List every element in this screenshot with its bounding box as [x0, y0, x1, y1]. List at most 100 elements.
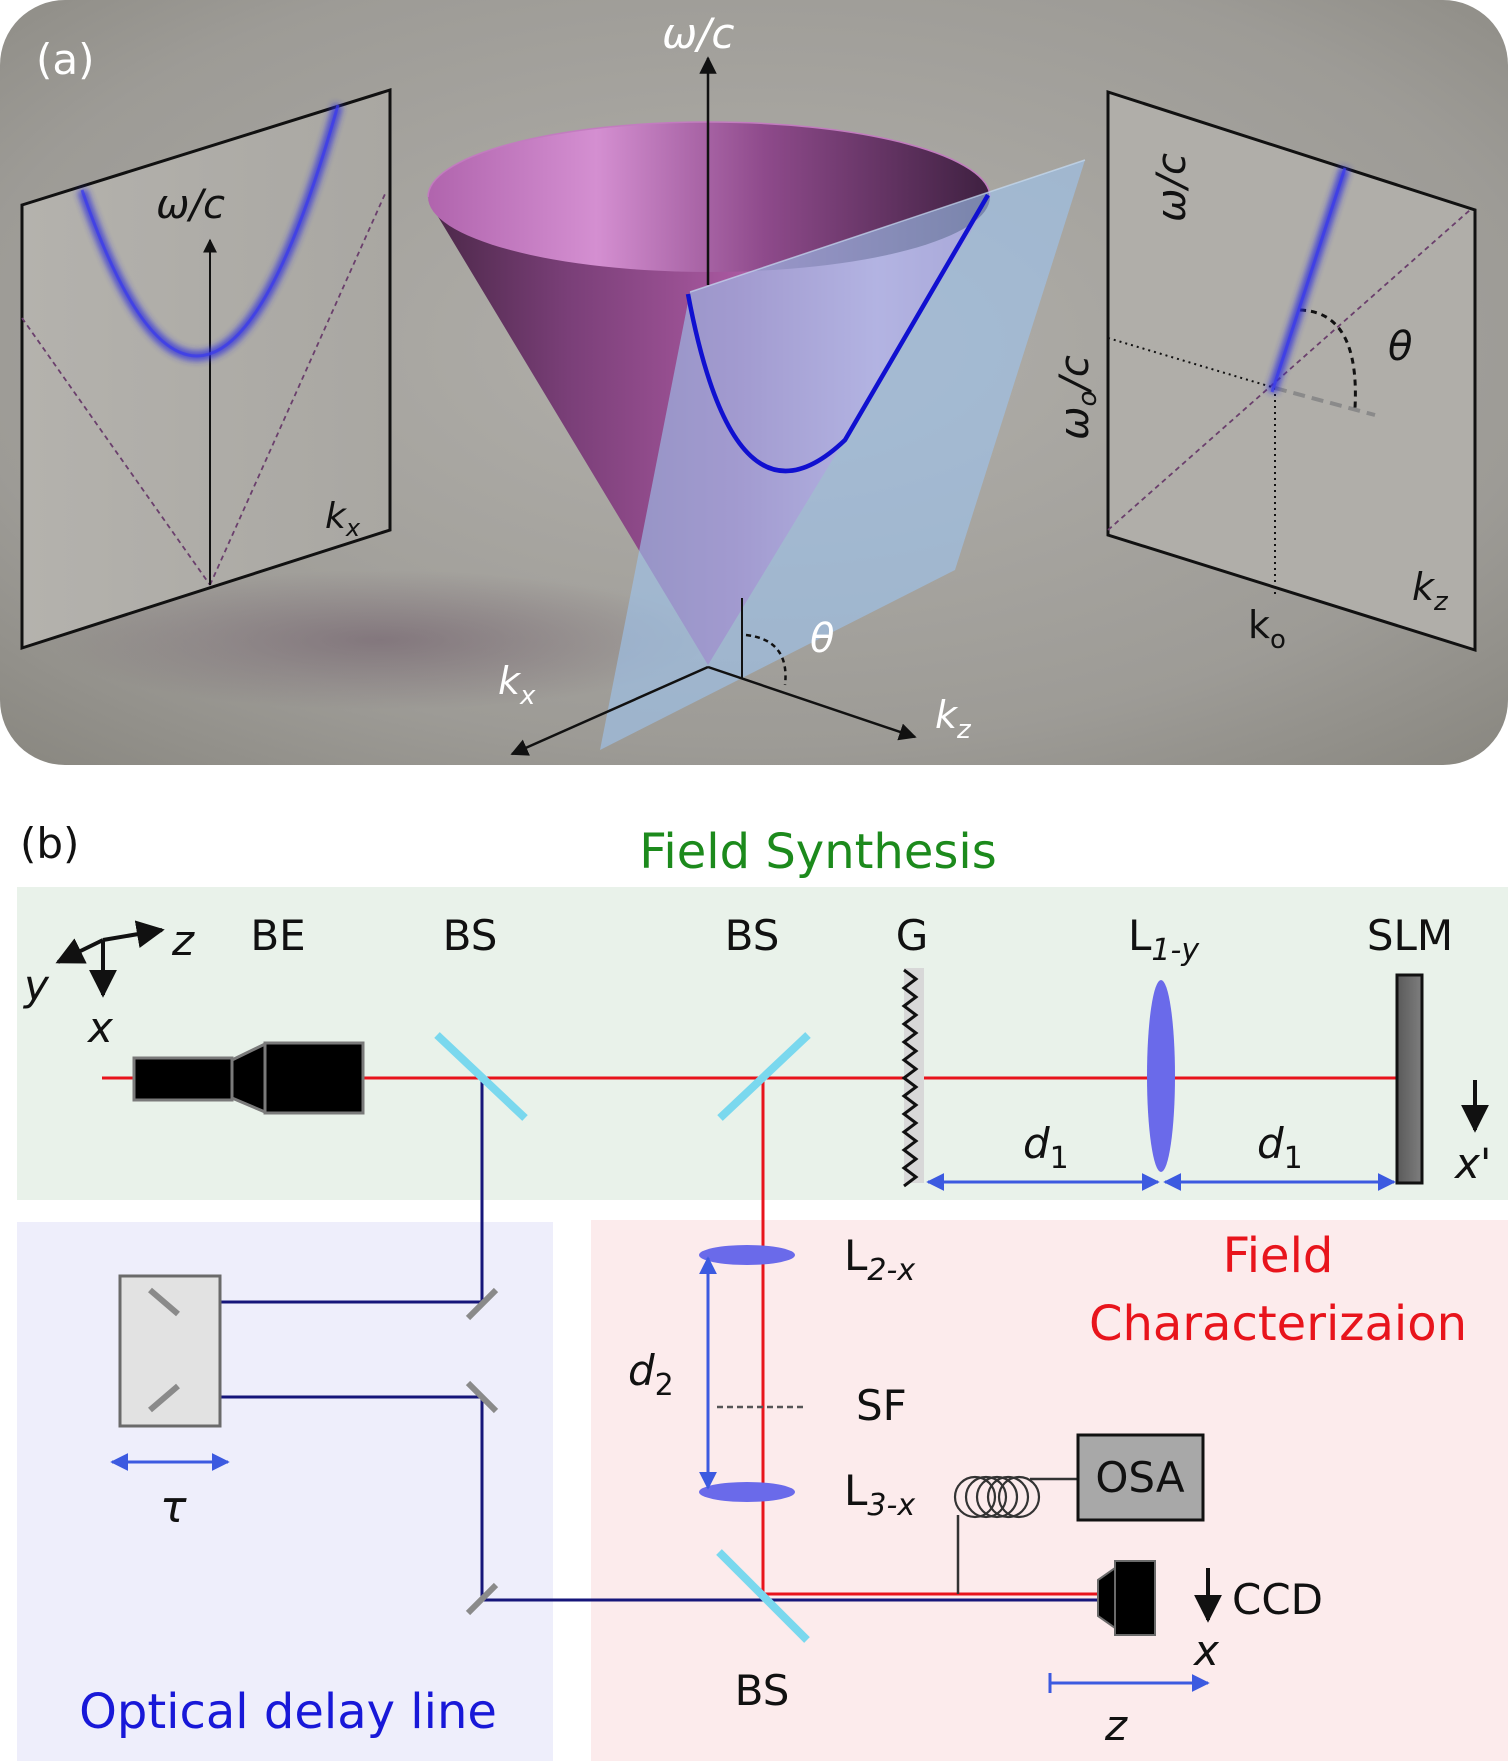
bs2-label: BS	[725, 911, 780, 960]
ccd-lens	[1097, 1566, 1116, 1630]
svg-text:ko: ko	[1248, 603, 1286, 655]
osa-label: OSA	[1095, 1453, 1184, 1502]
svg-text:kx: kx	[325, 496, 361, 542]
bs1-label: BS	[443, 911, 498, 960]
kx-axis-label: k	[498, 659, 522, 703]
panel-a: (a) ω/c kx ω/c ωo/c θ ko kz	[0, 0, 1508, 765]
tilted-plane	[600, 160, 1085, 750]
svg-text:d1: d1	[1023, 1119, 1069, 1176]
svg-text:kx: kx	[498, 659, 536, 711]
fiber-coil-loop	[953, 1475, 997, 1519]
delay-mirror-2	[148, 1383, 180, 1413]
tau-label: τ	[160, 1482, 187, 1533]
triad-x-label: x	[86, 1003, 114, 1052]
delay-mirror-1	[148, 1287, 180, 1317]
l3-sub: 3-x	[867, 1488, 915, 1523]
svg-text:L2-x: L2-x	[844, 1231, 915, 1288]
ccd-body	[1114, 1560, 1156, 1636]
right-inset-k0-sub: o	[1270, 625, 1286, 655]
right-inset-angle-label: θ	[1388, 324, 1412, 370]
beam-expander: BE	[132, 911, 365, 1115]
fold-mirror-2	[465, 1380, 499, 1414]
left-light-line-left	[21, 317, 211, 586]
kz-axis	[707, 665, 917, 741]
be-small-tube	[132, 1056, 234, 1102]
delay-title: Optical delay line	[79, 1684, 497, 1740]
d1-left-sub: 1	[1050, 1141, 1069, 1176]
ccd-z-label: z	[1104, 1701, 1128, 1750]
right-inset-x-label: k	[1412, 565, 1436, 609]
left-inset-y-label: ω/c	[156, 182, 225, 228]
svg-text:d2: d2	[628, 1346, 674, 1403]
osa-assembly: OSA	[953, 1433, 1205, 1594]
fold-mirror-3	[465, 1582, 499, 1616]
fold-mirror-1	[465, 1287, 499, 1321]
fiber-coil	[953, 1475, 1041, 1519]
svg-text:L1-y: L1-y	[1128, 911, 1200, 968]
theta-arc	[745, 633, 787, 686]
characterization-title-2: Characterizaion	[1089, 1296, 1467, 1352]
right-inset-omega0: ω	[1052, 407, 1098, 441]
delay-stage: τ	[110, 1274, 230, 1533]
left-inset: ω/c kx	[20, 87, 392, 651]
svg-text:kz: kz	[1412, 565, 1449, 617]
grating-label: G	[896, 911, 929, 960]
panel-b: (b) Field Synthesis Field Characterizaio…	[17, 819, 1508, 1761]
kz-axis-sub: z	[956, 715, 972, 745]
d2-label: d	[628, 1346, 655, 1395]
right-inset-y-label: ω/c	[1149, 153, 1195, 222]
right-inset-omega0-sub: o	[1073, 391, 1103, 407]
right-inset: ω/c ωo/c θ ko kz	[1052, 89, 1477, 655]
right-inset-x-sub: z	[1433, 587, 1449, 617]
left-inset-x-label: k	[325, 496, 348, 537]
svg-text:d1: d1	[1257, 1119, 1303, 1176]
d1-right-label: d	[1257, 1119, 1284, 1168]
triad-y-arrow	[55, 938, 104, 964]
right-dispersion-line-core	[1270, 167, 1347, 393]
grating-teeth	[901, 968, 919, 1188]
spectral-plane	[600, 159, 1086, 750]
fiber-coil-loop	[964, 1475, 1008, 1519]
sf-label: SF	[856, 1381, 907, 1430]
synthesis-title: Field Synthesis	[639, 824, 996, 880]
lens-l2	[699, 1245, 795, 1265]
svg-text:ωo/c: ωo/c	[1052, 355, 1103, 440]
grating: G	[896, 911, 929, 1188]
axes-3d: ω/c kx kz θ	[498, 9, 972, 756]
l1-sub: 1-y	[1151, 933, 1200, 968]
cone-shadow	[50, 570, 710, 710]
l2-label: L	[844, 1231, 868, 1280]
right-angle-arc	[1299, 308, 1357, 409]
panel-b-label: (b)	[20, 819, 79, 868]
lens-l1	[1147, 980, 1175, 1172]
right-inset-frame	[1106, 89, 1477, 653]
reference-blue-beam	[164, 1078, 1100, 1602]
kx-axis-sub: x	[519, 681, 536, 711]
slm	[1395, 973, 1424, 1185]
kx-axis	[510, 665, 709, 756]
beam-splitter-1	[434, 1032, 528, 1121]
left-inset-x-sub: x	[345, 514, 361, 542]
plane-top-edge	[689, 159, 1086, 293]
lens-l3	[699, 1482, 795, 1502]
slm-axis-label: x'	[1453, 1139, 1491, 1188]
coordinate-triad: z y x	[22, 916, 195, 1052]
right-omega0-dotted	[1107, 337, 1276, 389]
be-label: BE	[250, 911, 305, 960]
fiber-coil-loop	[997, 1475, 1041, 1519]
intersection-curve	[685, 193, 990, 474]
d1-left-label: d	[1023, 1119, 1050, 1168]
triad-z-label: z	[171, 916, 195, 965]
beam-splitter-2	[717, 1032, 811, 1121]
kz-axis-label: k	[935, 693, 959, 737]
characterization-title-1: Field	[1223, 1228, 1334, 1284]
svg-text:kz: kz	[935, 693, 972, 745]
panel-a-label: (a)	[36, 35, 95, 84]
osa-box	[1076, 1433, 1205, 1522]
be-large-tube	[263, 1041, 365, 1115]
d2-sub: 2	[655, 1368, 674, 1403]
slm-label: SLM	[1367, 911, 1453, 960]
svg-text:L3-x: L3-x	[844, 1466, 915, 1523]
right-inset-omega0-suffix: /c	[1052, 355, 1098, 393]
